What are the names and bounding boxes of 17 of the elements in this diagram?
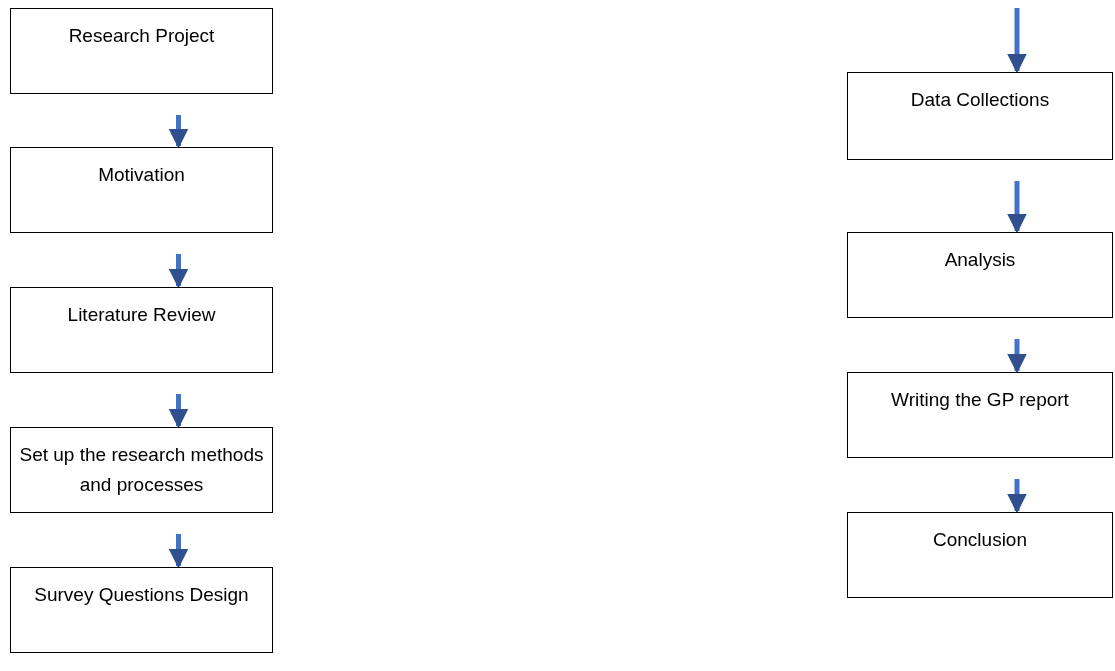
arrow bbox=[1007, 339, 1027, 374]
process-box: Research Project bbox=[10, 8, 273, 94]
process-box: Analysis bbox=[847, 232, 1113, 318]
process-box: Writing the GP report bbox=[847, 372, 1113, 458]
process-box: Literature Review bbox=[10, 287, 273, 373]
process-box: Motivation bbox=[10, 147, 273, 233]
process-box: Conclusion bbox=[847, 512, 1113, 598]
process-box: Data Collections bbox=[847, 72, 1113, 160]
process-box: Set up the research methods and processes bbox=[10, 427, 273, 513]
arrow bbox=[1007, 479, 1027, 514]
arrow bbox=[1007, 8, 1027, 74]
arrow bbox=[1007, 181, 1027, 234]
arrow bbox=[168, 115, 189, 149]
arrow bbox=[168, 394, 189, 429]
process-box: Survey Questions Design bbox=[10, 567, 273, 653]
arrow bbox=[168, 254, 189, 289]
arrow bbox=[168, 534, 189, 569]
